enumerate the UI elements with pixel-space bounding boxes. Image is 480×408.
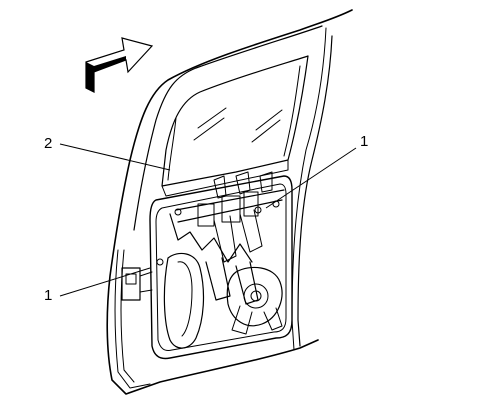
callout-2: 2 bbox=[44, 135, 52, 152]
door-shell bbox=[106, 9, 353, 395]
window-regulator bbox=[156, 171, 285, 305]
callout-1-right: 1 bbox=[360, 133, 368, 150]
window-glass bbox=[161, 55, 309, 197]
inner-door-frame bbox=[149, 175, 293, 360]
leader-lines bbox=[59, 143, 357, 297]
lower-panel-opening bbox=[163, 252, 205, 349]
direction-arrow-icon bbox=[85, 37, 154, 93]
regulator-motor bbox=[226, 266, 283, 335]
callout-1-left: 1 bbox=[44, 287, 52, 304]
door-latch bbox=[121, 267, 153, 301]
